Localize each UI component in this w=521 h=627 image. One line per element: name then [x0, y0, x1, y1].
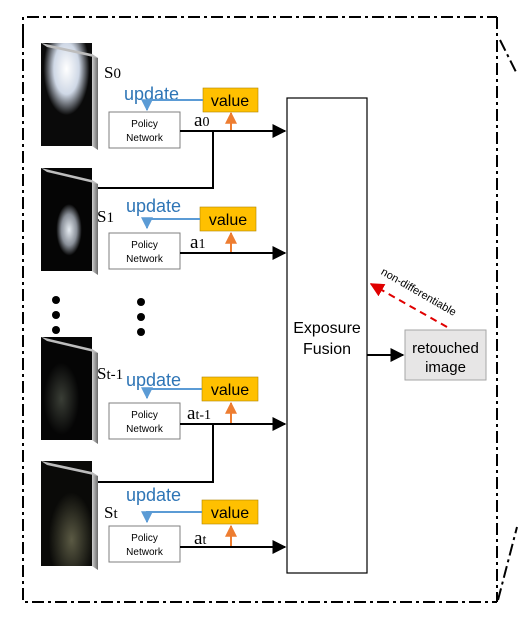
update-label-1: update	[126, 196, 181, 216]
state-label-s1: S1	[97, 207, 114, 226]
state-image-s0	[41, 43, 98, 150]
value-label-2: value	[211, 382, 249, 399]
state-label-st: St	[104, 503, 118, 522]
feedback-arrow-2	[64, 424, 214, 489]
exposure-fusion-box	[286, 97, 368, 574]
fusion-line2: Fusion	[303, 341, 351, 358]
update-label-2: update	[126, 370, 181, 390]
update-arrow-0	[141, 99, 203, 112]
outer-frame	[22, 16, 518, 603]
policy-network-0	[108, 111, 181, 149]
output-line1: retouched	[412, 340, 479, 357]
policy-line1-1: Policy	[131, 240, 158, 251]
state-image-s1	[41, 168, 98, 275]
update-arrow-2	[141, 387, 202, 400]
policy-line1-3: Policy	[131, 533, 158, 544]
output-line2: image	[425, 359, 466, 376]
update-label-3: update	[126, 485, 181, 505]
state-image-st-1	[41, 337, 98, 444]
retouched-image-box	[404, 329, 487, 381]
policy-line2-2: Network	[126, 424, 164, 435]
policy-line2-3: Network	[126, 547, 164, 558]
action-label-at-1: at-1	[187, 403, 211, 424]
update-arrow-3	[141, 511, 202, 524]
non-differentiable-label: non-differentiable	[379, 266, 458, 319]
value-box-0	[202, 87, 259, 113]
feedback-arrow-0	[64, 131, 214, 195]
state-label-s0: S0	[104, 63, 121, 82]
ellipsis-dots	[52, 296, 145, 336]
policy-line1-2: Policy	[131, 410, 158, 421]
non-differentiable-arrow	[369, 283, 448, 328]
policy-network-1	[108, 232, 181, 270]
stage-t: St update value Policy Network at	[41, 461, 287, 570]
policy-network-2	[108, 402, 181, 440]
policy-network-3	[108, 525, 181, 563]
stage-1: S1 update value Policy Network a1	[41, 168, 287, 275]
policy-line2-1: Network	[126, 254, 164, 265]
value-label-1: value	[209, 212, 247, 229]
policy-line1-0: Policy	[131, 119, 158, 130]
stage-0: S0 update value Policy Network a0	[41, 43, 287, 195]
action-label-a0: a0	[194, 110, 209, 131]
value-label-3: value	[211, 505, 249, 522]
value-box-3	[201, 499, 259, 525]
stage-t-1: St-1 update value Policy Network at-1	[41, 337, 287, 489]
value-label-0: value	[211, 93, 249, 110]
action-label-a1: a1	[190, 232, 205, 253]
fusion-line1: Exposure	[293, 320, 361, 337]
state-label-st-1: St-1	[97, 364, 123, 383]
update-arrow-1	[141, 217, 200, 230]
state-image-st	[41, 461, 98, 570]
action-label-at: at	[194, 528, 206, 549]
policy-line2-0: Network	[126, 133, 164, 144]
